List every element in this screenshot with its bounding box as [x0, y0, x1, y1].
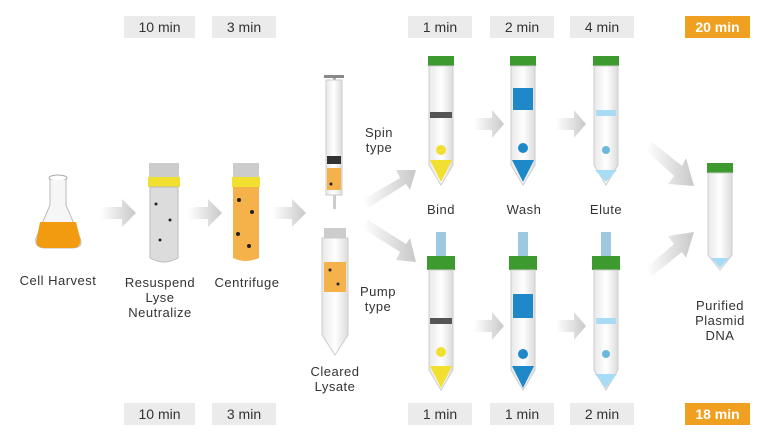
arrow-icon	[474, 312, 504, 340]
label-line: DNA	[705, 328, 735, 343]
arrow-icon	[100, 199, 136, 227]
time-badge-wash-bottom: 1 min	[490, 403, 554, 425]
time-badge-centrifuge-top: 3 min	[212, 16, 276, 38]
time-badge-bind-bottom: 1 min	[408, 403, 472, 425]
arrow-icon	[646, 232, 694, 276]
arrow-icon	[362, 220, 416, 262]
label-centrifuge: Centrifuge	[214, 275, 280, 290]
purified-dna-tube-icon	[707, 163, 733, 271]
lysis-tube-icon	[148, 163, 180, 263]
label-bind: Bind	[426, 202, 456, 217]
arrow-icon	[474, 110, 504, 138]
label-resuspend-lyse-neutralize: Resuspend Lyse Neutralize	[115, 275, 205, 320]
label-line: Plasmid	[695, 313, 745, 328]
pump-column-bind-icon	[427, 232, 455, 391]
total-time-spin-badge: 20 min	[685, 16, 750, 38]
time-badge-centrifuge-bottom: 3 min	[212, 403, 276, 425]
syringe-icon	[324, 75, 344, 209]
time-badge-resuspend-top: 10 min	[124, 16, 195, 38]
label-elute: Elute	[589, 202, 623, 217]
label-pump-type: Pump type	[360, 284, 396, 314]
spin-column-elute-icon	[593, 56, 619, 186]
time-badge-elute-bottom: 2 min	[570, 403, 634, 425]
arrow-icon	[188, 199, 222, 227]
arrow-icon	[646, 142, 694, 186]
label-line: Resuspend	[124, 275, 196, 290]
total-time-pump-badge: 18 min	[685, 403, 750, 425]
time-badge-bind-top: 1 min	[408, 16, 472, 38]
pump-column-wash-icon	[509, 232, 537, 391]
time-badge-elute-top: 4 min	[570, 16, 634, 38]
label-spin-type: Spin type	[364, 125, 394, 155]
label-line: Lyse	[145, 290, 175, 305]
flask-icon	[35, 174, 82, 249]
cleared-lysate-tube-icon	[321, 228, 349, 356]
spin-column-bind-icon	[428, 56, 454, 186]
label-cleared-lysate: Cleared Lysate	[310, 364, 360, 394]
label-line: Neutralize	[128, 305, 192, 320]
arrow-icon	[556, 312, 586, 340]
pump-column-elute-icon	[592, 232, 620, 391]
label-purified-plasmid-dna: Purified Plasmid DNA	[680, 298, 759, 343]
time-badge-wash-top: 2 min	[490, 16, 554, 38]
label-wash: Wash	[506, 202, 542, 217]
time-badge-resuspend-bottom: 10 min	[124, 403, 195, 425]
label-text: Cell Harvest	[19, 273, 97, 288]
label-line: Purified	[695, 298, 745, 313]
centrifuge-tube-icon	[232, 163, 260, 261]
arrow-icon	[272, 199, 306, 227]
arrow-icon	[556, 110, 586, 138]
arrow-icon	[362, 170, 416, 208]
label-cell-harvest: Cell Harvest	[18, 273, 98, 288]
spin-column-wash-icon	[510, 56, 536, 186]
